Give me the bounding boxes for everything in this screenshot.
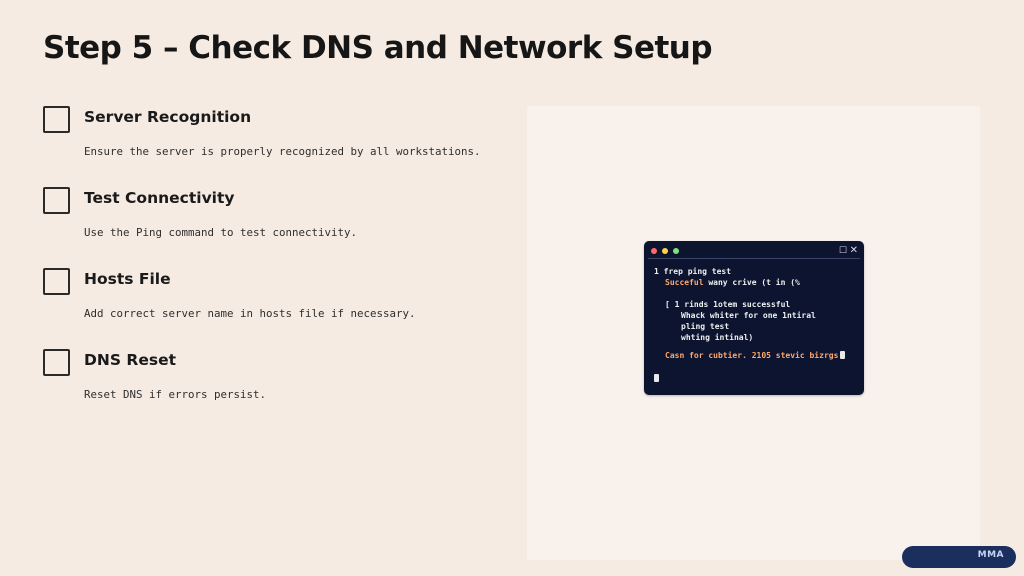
prompt-cursor-icon <box>654 374 659 382</box>
item-description: Ensure the server is properly recognized… <box>84 145 481 158</box>
terminal-line: [ 1 rinds 1otem successful <box>665 300 791 309</box>
terminal-titlebar: ☐ ✕ <box>648 244 860 259</box>
terminal-line: pling test <box>681 322 730 331</box>
item-heading: Test Connectivity <box>84 189 235 207</box>
checkbox[interactable] <box>43 106 70 133</box>
terminal-line: 1 frep ping test <box>654 267 732 276</box>
item-description: Reset DNS if errors persist. <box>84 388 267 401</box>
terminal-text: Casn for cubtier. 2105 stevic bizrgs <box>665 351 839 360</box>
cursor-icon <box>840 351 846 359</box>
item-description: Use the Ping command to test connectivit… <box>84 226 358 239</box>
badge-text: MMA <box>977 550 1004 560</box>
item-heading: Hosts File <box>84 270 171 288</box>
item-heading: DNS Reset <box>84 351 176 369</box>
terminal-line: Casn for cubtier. 2105 stevic bizrgs <box>665 351 846 360</box>
maximize-dot-icon[interactable] <box>673 248 679 254</box>
terminal-highlight: Succeful <box>665 278 704 287</box>
checkbox[interactable] <box>43 349 70 376</box>
terminal-line: Succeful wany crive (t in (% <box>665 278 800 287</box>
terminal-window: ☐ ✕ 1 frep ping test Succeful wany crive… <box>644 241 864 395</box>
close-dot-icon[interactable] <box>651 248 657 254</box>
minimize-dot-icon[interactable] <box>662 248 668 254</box>
slide-title: Step 5 – Check DNS and Network Setup <box>43 30 713 66</box>
checkbox[interactable] <box>43 187 70 214</box>
item-description: Add correct server name in hosts file if… <box>84 307 416 320</box>
brand-badge[interactable]: MMA <box>902 546 1016 568</box>
terminal-line: whting intinal) <box>681 333 754 342</box>
terminal-line: Whack whiter for one 1ntiral <box>681 311 816 320</box>
checkbox[interactable] <box>43 268 70 295</box>
close-icon[interactable]: ✕ <box>849 245 858 256</box>
maximize-icon[interactable]: ☐ <box>838 246 847 256</box>
terminal-text: wany crive (t in (% <box>703 278 800 287</box>
item-heading: Server Recognition <box>84 108 252 126</box>
